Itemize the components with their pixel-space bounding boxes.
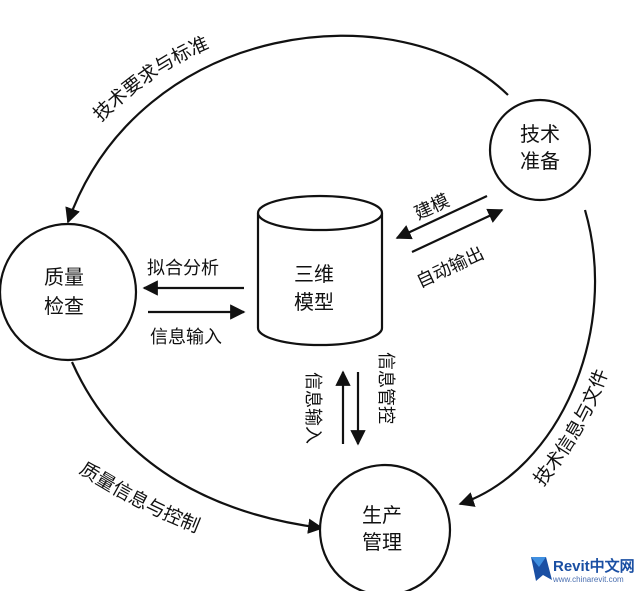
arrow-auto-output	[411, 208, 504, 253]
arc-quality-to-production	[70, 361, 324, 534]
node-tech-prep	[488, 98, 592, 202]
label-tech-requirements: 技术要求与标准	[89, 32, 212, 125]
tech-prep-label-2: 准备	[520, 149, 560, 173]
label-fit-analysis: 拟合分析	[147, 258, 219, 279]
arc-tech-to-production	[458, 209, 597, 507]
revit-logo: Revit中文网 www.chinarevit.com	[531, 557, 635, 584]
quality-check-label-1: 质量	[44, 265, 84, 289]
arc-tech-to-quality	[65, 34, 509, 224]
production-label-1: 生产	[362, 503, 402, 527]
arrow-modeling	[395, 195, 488, 240]
node-production	[318, 463, 452, 591]
watermark-site: www.chinarevit.com	[552, 575, 624, 584]
node-3d-model	[256, 194, 384, 347]
label-auto-output: 自动输出	[413, 243, 487, 292]
node-quality-check	[0, 222, 138, 362]
watermark-brand: Revit中文网	[553, 557, 635, 575]
label-info-control: 信息管控	[375, 352, 396, 424]
tech-prep-label-1: 技术	[520, 122, 560, 146]
label-info-input-left: 信息输入	[150, 327, 222, 348]
production-label-2: 管理	[362, 530, 402, 554]
model-label-2: 模型	[294, 290, 334, 314]
label-tech-info-docs: 技术信息与文件	[529, 366, 613, 490]
label-modeling: 建模	[411, 190, 453, 224]
label-quality-info-control: 质量信息与控制	[76, 458, 203, 538]
quality-check-label-2: 检查	[44, 294, 84, 318]
label-info-input-bottom: 信息输入	[302, 372, 323, 444]
model-label-1: 三维	[294, 262, 334, 286]
